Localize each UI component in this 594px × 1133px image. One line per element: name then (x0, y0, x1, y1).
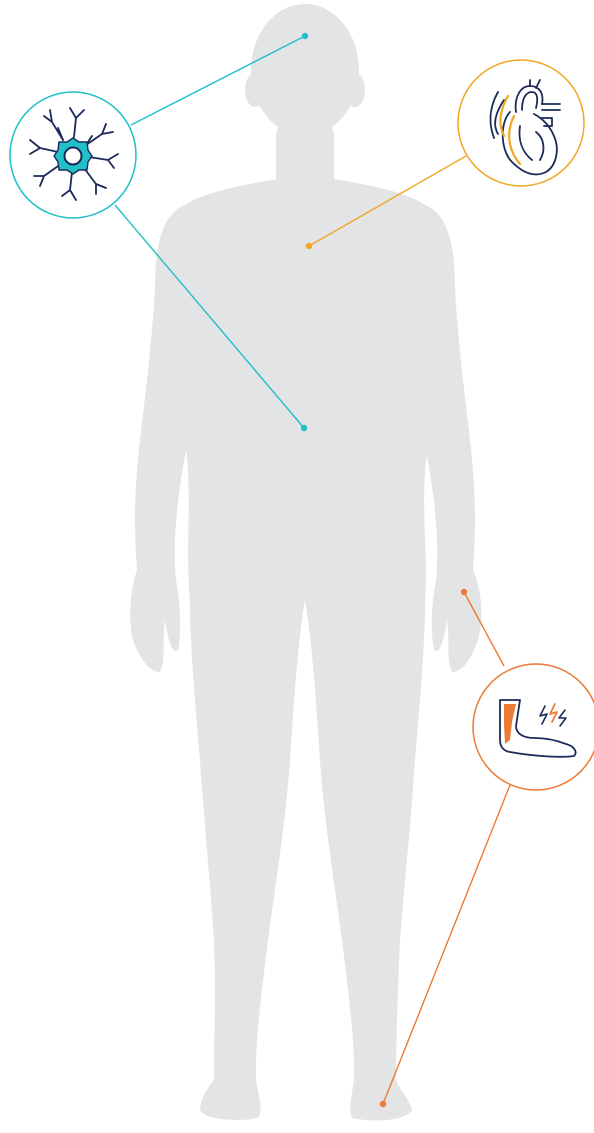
silhouette-head (251, 4, 359, 136)
chest-marker-dot (306, 243, 312, 249)
hand-marker-dot (461, 589, 467, 595)
foot-nerve-pain-callout (473, 664, 594, 790)
head-marker-dot (302, 33, 308, 39)
silhouette-ear-right (245, 73, 265, 107)
foot-callout-circle (473, 664, 594, 790)
silhouette-torso (161, 178, 451, 600)
human-silhouette (130, 4, 481, 1120)
abdomen-marker-dot (301, 425, 307, 431)
silhouette-ear-left (345, 73, 365, 107)
foot-marker-dot (380, 1101, 386, 1107)
heart-callout-circle (458, 60, 584, 186)
neuron-nucleus (65, 148, 82, 165)
neuron-callout (10, 92, 136, 218)
silhouette-leg-right (190, 560, 305, 1120)
heart-callout (458, 60, 584, 186)
silhouette-leg-left (305, 560, 425, 1120)
